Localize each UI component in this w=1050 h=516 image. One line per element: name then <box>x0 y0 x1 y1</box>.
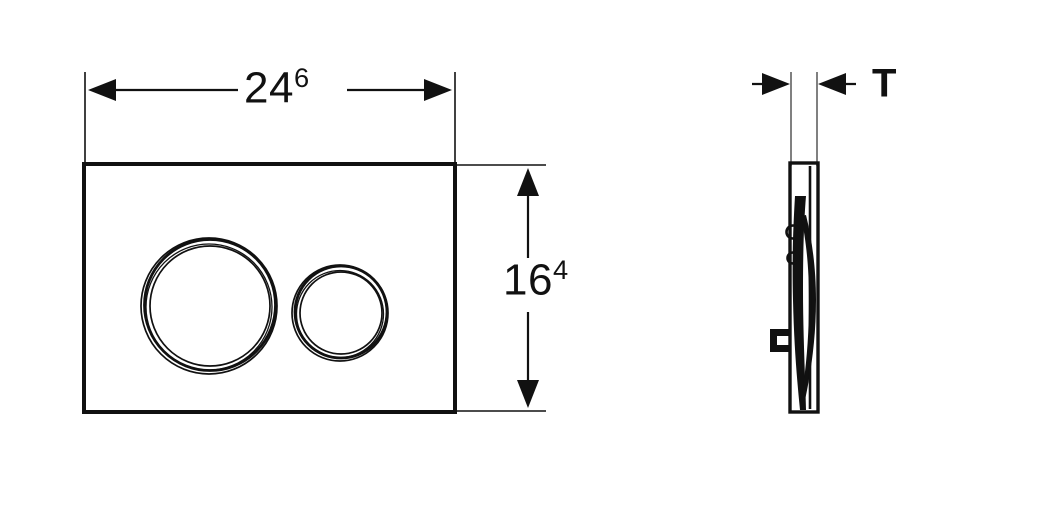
front-view-group <box>82 72 546 414</box>
thickness-arrowhead-right <box>818 73 846 95</box>
small-button-ring-inner-b <box>299 271 383 355</box>
side-internal-body-shadow <box>792 196 806 410</box>
large-button-ring-inner-b <box>149 245 271 367</box>
small-button-ring-inner-a <box>295 269 385 359</box>
large-flush-button[interactable] <box>140 237 278 375</box>
thickness-dimension-label: T <box>872 63 896 103</box>
width-arrowhead-left <box>88 79 116 101</box>
large-button-ring-inner-a <box>145 243 273 371</box>
side-large-button-bump <box>785 224 801 240</box>
height-dimension-value: 16 <box>503 255 553 305</box>
height-dimension-label: 164 <box>503 256 568 303</box>
height-arrowhead-bottom <box>517 380 539 408</box>
large-button-ring-outer <box>140 237 278 375</box>
width-dimension-value: 24 <box>244 63 294 113</box>
height-dimension-superscript: 4 <box>552 254 569 285</box>
thickness-arrowhead-left <box>762 73 790 95</box>
side-mounting-hook-bracket <box>770 329 790 352</box>
small-flush-button[interactable] <box>291 264 389 362</box>
width-arrowhead-right <box>424 79 452 101</box>
side-rear-cover-silhouette <box>801 215 816 400</box>
width-dimension-superscript: 6 <box>293 62 310 93</box>
side-plate-outline <box>788 161 820 414</box>
width-dimension-label: 246 <box>244 64 309 111</box>
height-arrowhead-top <box>517 168 539 196</box>
side-view-group <box>752 72 856 414</box>
side-small-button-bump <box>786 251 800 265</box>
thickness-dimension-value: T <box>872 61 897 106</box>
